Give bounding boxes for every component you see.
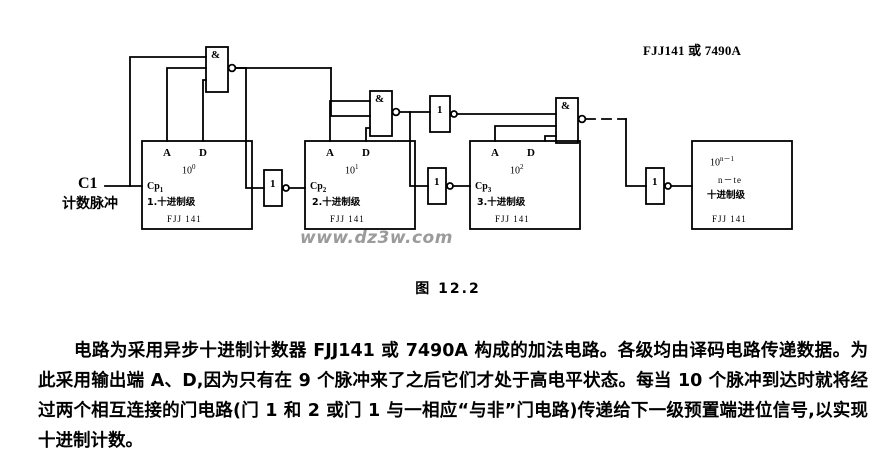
block-1-clock-name: Cp	[147, 181, 160, 192]
block-n-weight-base: 10	[710, 157, 720, 169]
block-1-part: FJJ 141	[167, 214, 202, 224]
block-2-pin-a: A	[326, 147, 334, 159]
body-paragraph: 电路为采用异步十进制计数器 FJJ141 或 7490A 构成的加法电路。各级均…	[38, 341, 868, 451]
nand-gate-1-symbol: &	[211, 49, 221, 61]
counter-block-3-rect	[469, 140, 581, 230]
part-number-label: FJJ141 或 7490A	[643, 43, 742, 58]
counter-block-2-rect	[304, 140, 416, 230]
inverter-gate-1-bubble	[450, 110, 458, 118]
block-1-pin-d: D	[199, 147, 207, 159]
inverter-gate-2-bubble	[282, 184, 290, 192]
block-3-clock-index: 3	[487, 186, 492, 194]
block-1-weight: 100	[182, 164, 196, 176]
block-3-weight-base: 10	[510, 165, 520, 177]
site-watermark: www.dz3w.com	[300, 228, 453, 248]
block-3-pin-a: A	[491, 147, 499, 159]
wire-nand1-top-to-nand2	[330, 67, 371, 117]
block-2-weight: 101	[345, 164, 359, 176]
figure-caption: 图 12.2	[415, 281, 481, 297]
input-label-c1: C1	[78, 175, 98, 192]
wire-nand3-to-inv4	[625, 118, 647, 187]
wire-b2a-to-nand2	[329, 100, 371, 142]
wire-nand2-branch-to-inv3	[409, 111, 429, 187]
block-1-clock: Cp1	[147, 182, 163, 194]
block-n-stage: 十进制级	[707, 190, 746, 201]
inverter-gate-3-bubble	[446, 182, 454, 190]
block-2-weight-base: 10	[345, 165, 355, 177]
block-3-part: FJJ 141	[495, 214, 530, 224]
block-2-weight-exp: 1	[355, 163, 359, 171]
circuit-schematic-svg	[104, 46, 793, 230]
block-1-weight-base: 10	[182, 165, 192, 177]
block-2-stage: 2.十进制级	[312, 197, 361, 208]
block-3-clock-name: Cp	[475, 181, 488, 192]
wire-b1a-to-nand1	[166, 67, 207, 142]
circuit-figure: FJJ141 或 7490A C1 计数脉冲 & & & 1 1 1 1 A D…	[62, 43, 793, 297]
block-3-weight-exp: 2	[520, 163, 524, 171]
block-n-weight-exp: n－1	[720, 155, 734, 163]
inverter-gate-3-symbol: 1	[434, 176, 440, 188]
block-1-clock-index: 1	[159, 186, 164, 194]
block-2-pin-d: D	[362, 147, 370, 159]
block-3-pin-d: D	[527, 147, 535, 159]
block-3-stage: 3.十进制级	[477, 197, 526, 208]
block-2-clock-name: Cp	[310, 181, 323, 192]
nand-gate-3-symbol: &	[561, 100, 571, 112]
inverter-gate-4-bubble	[664, 182, 672, 190]
wire-b3d-to-nand3	[544, 135, 557, 142]
block-2-clock-index: 2	[322, 186, 327, 194]
block-1-weight-exp: 0	[192, 163, 196, 171]
block-3-clock: Cp3	[475, 182, 491, 194]
block-2-part: FJJ 141	[330, 214, 365, 224]
nand-gate-1-bubble	[227, 63, 237, 73]
block-n-part: FJJ 141	[712, 214, 747, 224]
wire-c1-branch-to-nand1	[129, 56, 207, 187]
block-n-weight: 10n－1	[710, 156, 734, 168]
nand-gate-2-symbol: &	[375, 93, 385, 105]
wire-b2d-to-nand2	[365, 127, 371, 142]
block-n-stage-index: n－te	[718, 175, 742, 185]
body-text-block: 电路为采用异步十进制计数器 FJJ141 或 7490A 构成的加法电路。各级均…	[38, 336, 868, 456]
input-sublabel-count-pulse: 计数脉冲	[62, 196, 118, 212]
wire-b1d-to-nand1	[202, 79, 207, 142]
inverter-gate-4-symbol: 1	[652, 176, 658, 188]
nand-gate-3-bubble	[577, 114, 587, 124]
counter-block-1-rect	[141, 140, 253, 230]
inverter-gate-1-symbol: 1	[437, 104, 443, 116]
inverter-gate-1-body	[429, 95, 451, 133]
block-2-clock: Cp2	[310, 182, 326, 194]
counter-block-n-rect	[691, 140, 793, 230]
block-1-stage: 1.十进制级	[147, 197, 196, 208]
wire-nand1-out-to-inv2	[235, 67, 265, 189]
nand-gate-2-bubble	[391, 107, 401, 117]
block-1-pin-a: A	[163, 147, 171, 159]
inverter-gate-2-symbol: 1	[270, 178, 276, 190]
wire-b3a-to-nand3	[494, 125, 557, 142]
block-3-weight: 102	[510, 164, 524, 176]
